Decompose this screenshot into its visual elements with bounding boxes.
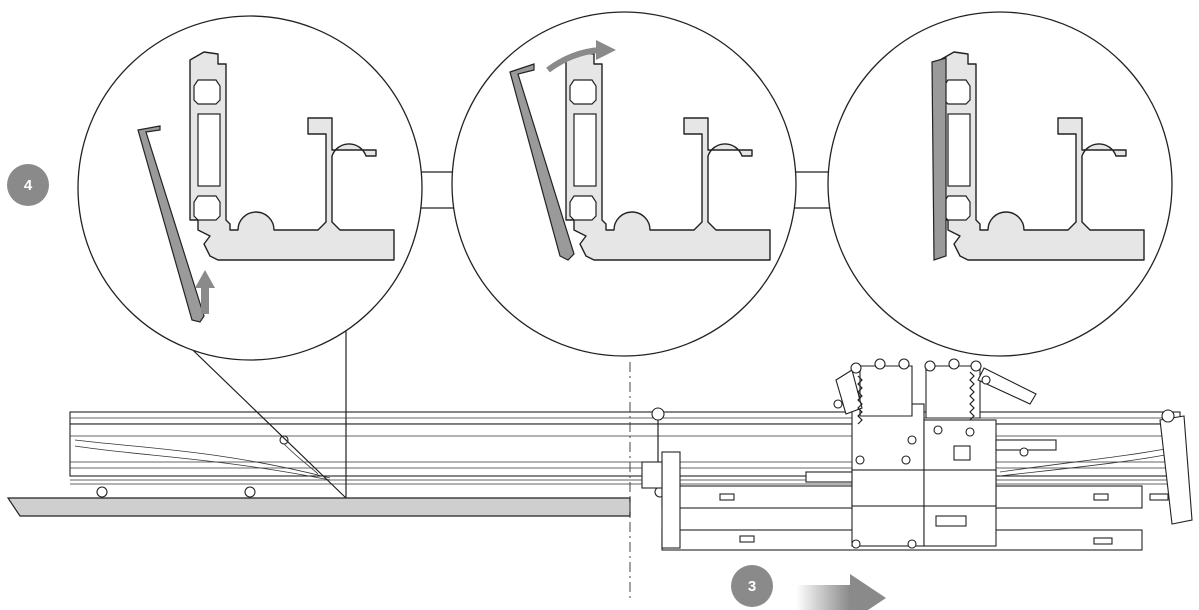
end-bracket-left: [661, 451, 681, 549]
arrow-right-icon: [796, 574, 886, 610]
svg-text:4: 4: [24, 177, 33, 194]
detail-circle-1: [77, 15, 423, 361]
cover-clip: [509, 63, 575, 261]
end-bracket-right: [1159, 415, 1193, 525]
step-badge: [7, 164, 49, 206]
detail-circle-2: [451, 11, 797, 357]
step-badge-3: 3: [731, 565, 773, 607]
rail-screw: [244, 486, 256, 498]
step-badge: [731, 565, 773, 607]
motor-assembly: [641, 358, 1193, 551]
arrow-curved-right-icon: [546, 40, 616, 73]
detail-circle-3: [827, 11, 1173, 357]
cable: [74, 439, 331, 479]
rail-screw: [96, 486, 108, 498]
cover-clip: [137, 125, 205, 323]
arrow-up-icon: [195, 270, 215, 314]
cover-strip: [6, 497, 631, 517]
cover-clip: [931, 57, 947, 261]
detail-callout: [77, 11, 1173, 499]
svg-text:3: 3: [748, 578, 756, 595]
rail-assembly: [69, 411, 1181, 498]
step-badge-4: 4: [7, 164, 49, 206]
